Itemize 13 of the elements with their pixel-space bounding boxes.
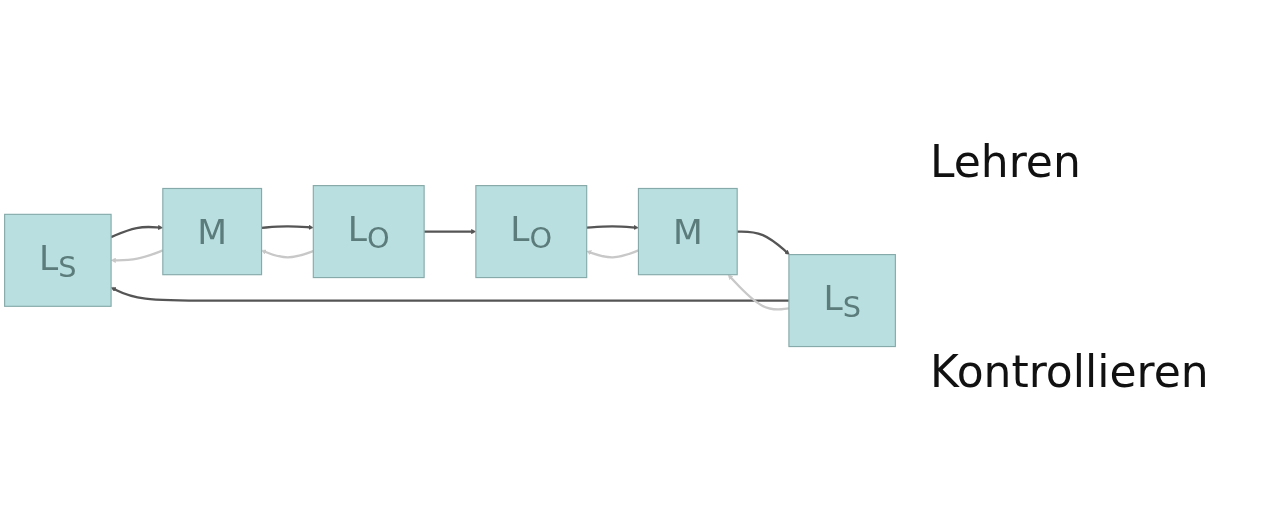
node-box: L$_{S}$ [4, 213, 112, 307]
arrow [586, 249, 639, 259]
node-box: L$_{S}$ [788, 253, 896, 348]
node-box: L$_{O}$ [475, 184, 588, 279]
row-label: Lehren [930, 135, 1082, 187]
arrow [737, 230, 790, 255]
arrow [586, 224, 639, 230]
node-box: L$_{O}$ [312, 184, 425, 279]
node-box: M [637, 187, 738, 276]
arrow [261, 224, 314, 230]
node-box: M [162, 187, 263, 276]
arrow [261, 249, 314, 259]
row-label: Kontrollieren [930, 345, 1209, 397]
